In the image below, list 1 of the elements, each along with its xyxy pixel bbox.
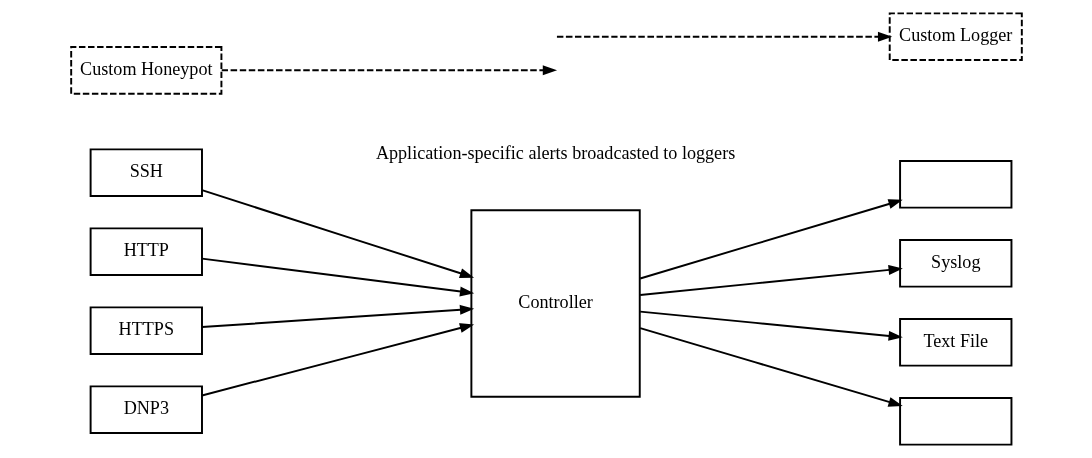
label: Application-specific alerts broadcasted to loggers	[375, 143, 735, 164]
